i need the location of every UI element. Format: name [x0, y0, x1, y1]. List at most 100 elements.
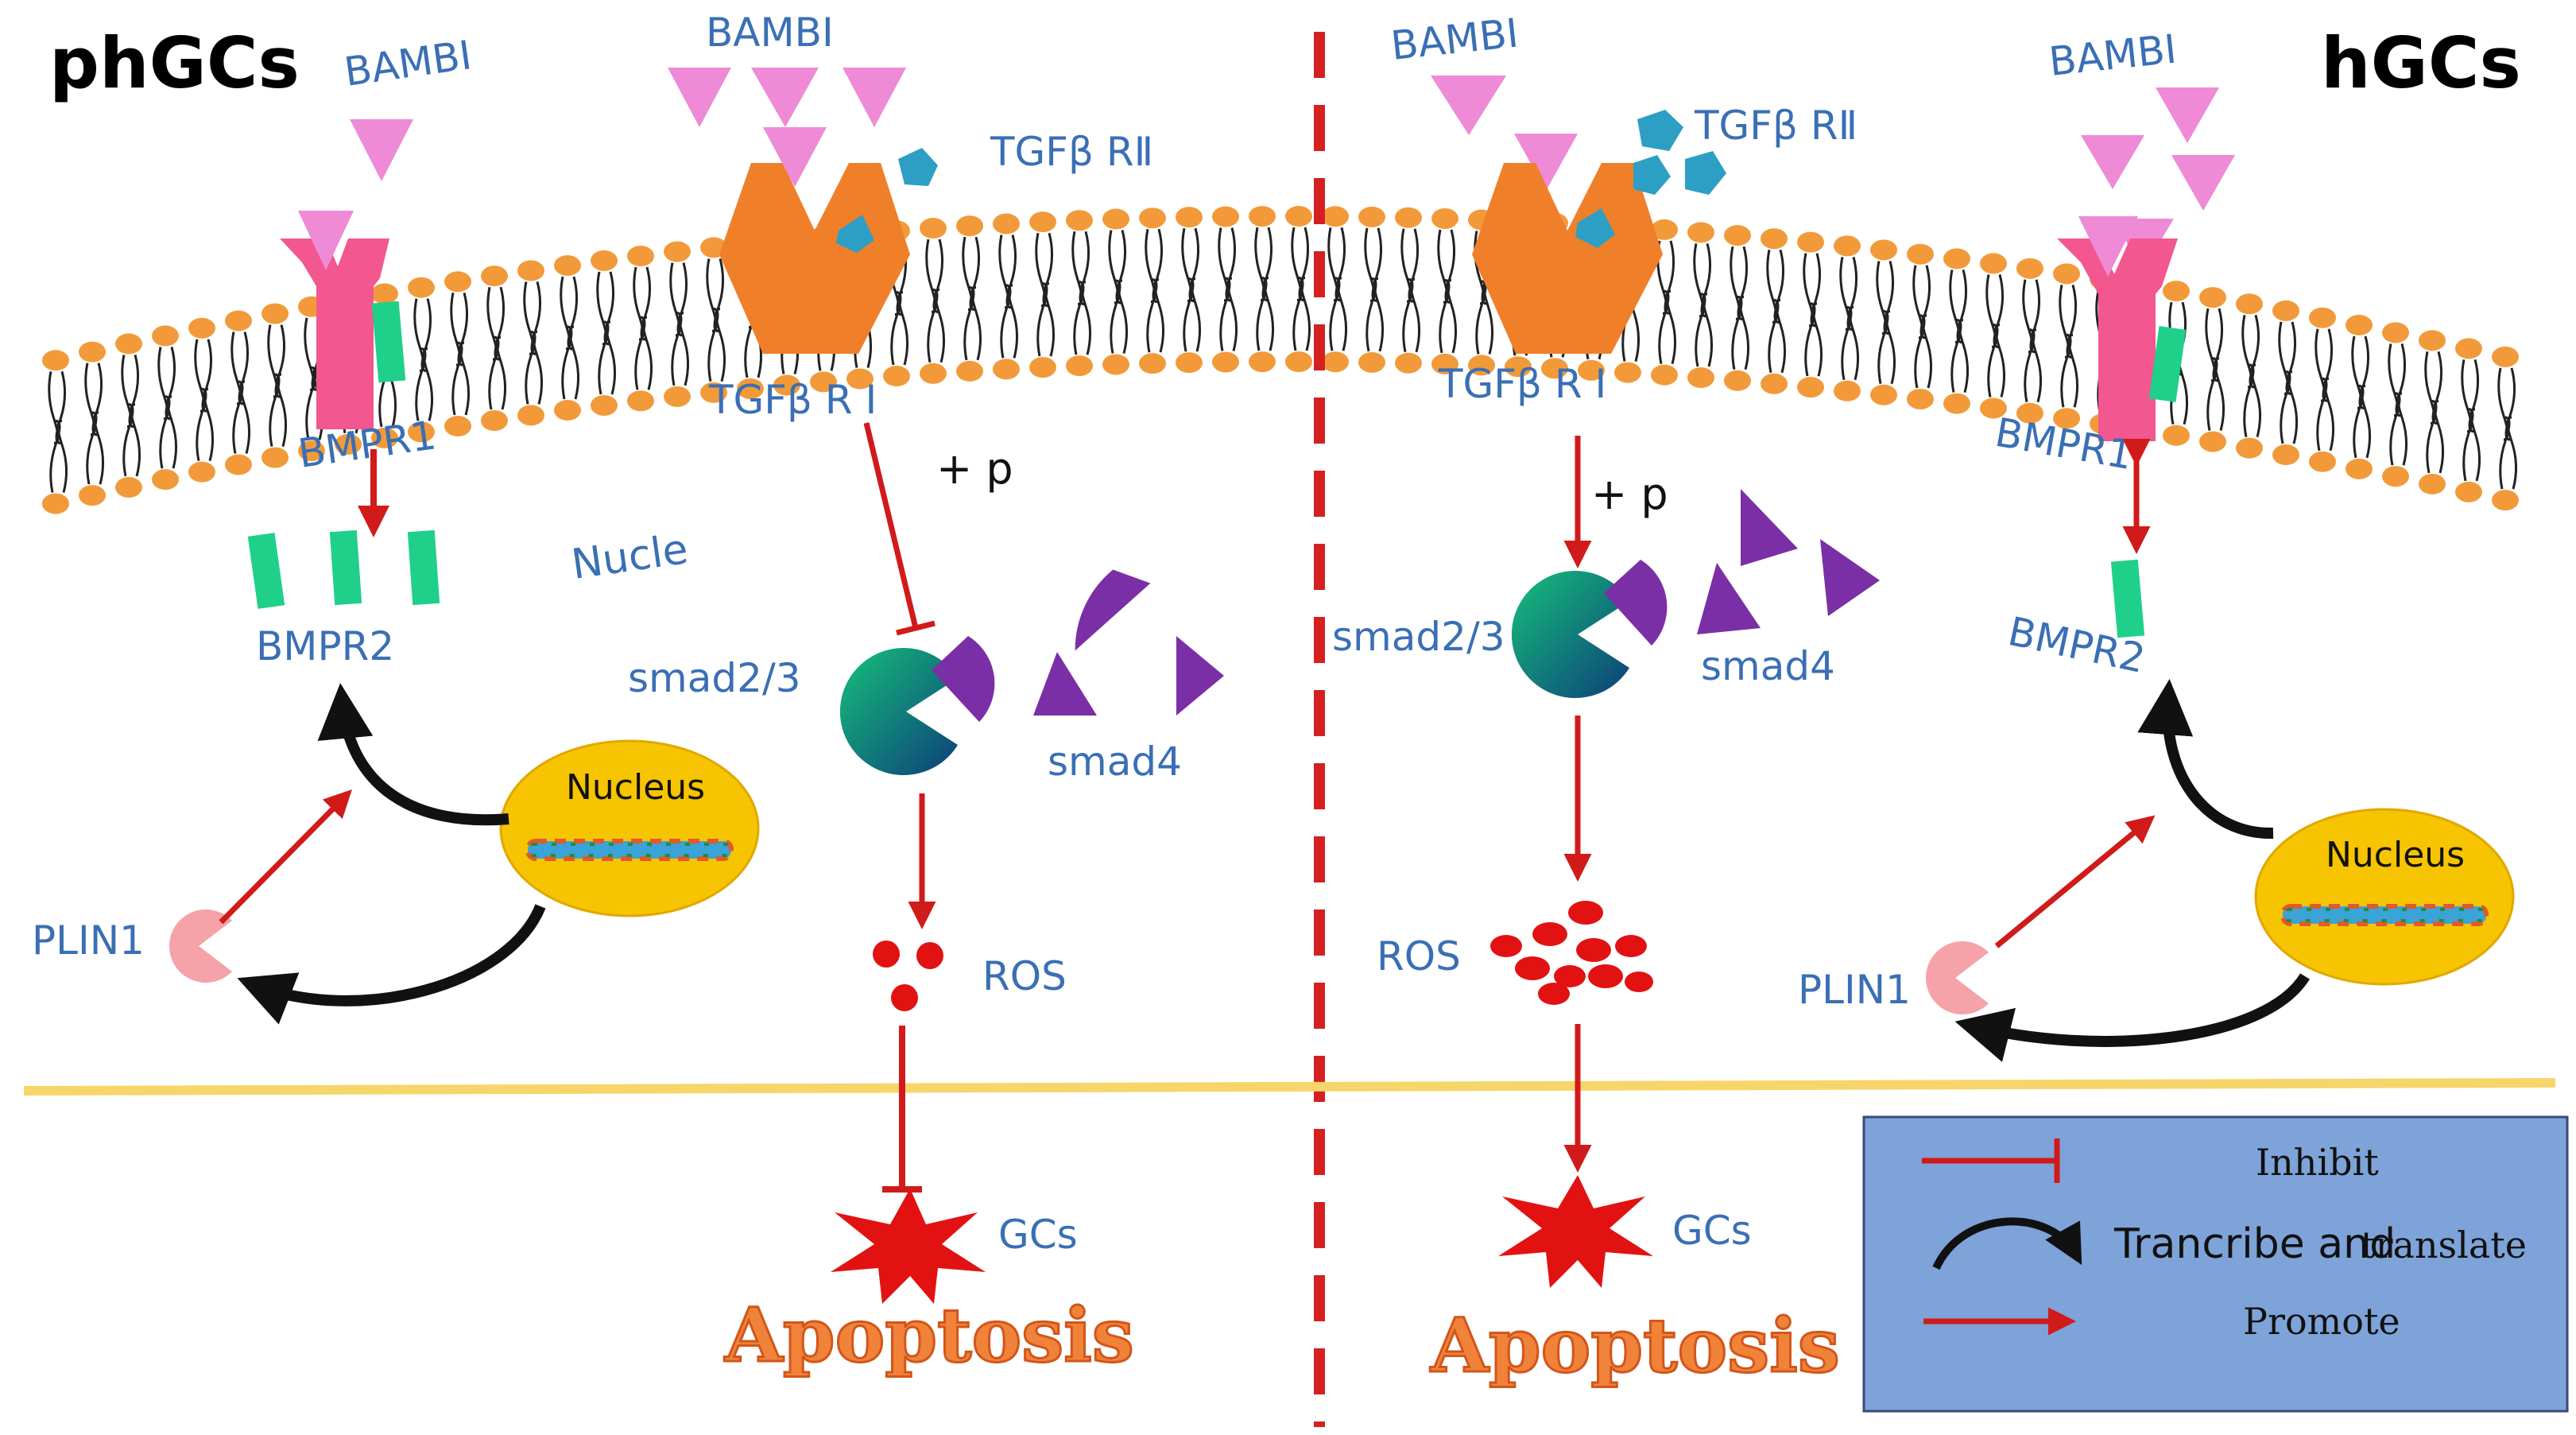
svg-text:Nucleus: Nucleus: [566, 767, 705, 808]
lipid-head: [627, 246, 654, 267]
lipid-head: [1395, 207, 1422, 228]
lipid-head: [1212, 206, 1239, 227]
smad4-label: smad4: [1048, 739, 1182, 785]
lipid-head: [2053, 263, 2080, 285]
lipid-head: [79, 485, 106, 506]
lipid-head: [2346, 458, 2373, 479]
legend: Inhibit Trancribe and translate Promote: [1862, 1115, 2569, 1413]
lipid-head: [261, 303, 289, 324]
legend-inhibit-label: Inhibit: [2256, 1141, 2379, 1184]
lipid-head: [883, 366, 910, 387]
bambi-cluster: [668, 68, 906, 187]
lipid-head: [2272, 444, 2299, 466]
lipid-head: [188, 461, 215, 483]
lipid-head: [1651, 219, 1678, 240]
smad4-cluster: [1033, 569, 1224, 716]
lipid-head: [1687, 367, 1714, 389]
lipid-head: [1139, 353, 1166, 374]
lipid-head: [2053, 408, 2080, 429]
bambi-top-label: BAMBI: [706, 10, 834, 56]
legend-transcribe-label: Trancribe and: [2113, 1220, 2396, 1268]
lipid-head: [188, 317, 215, 339]
lipid-head: [444, 416, 471, 437]
ros-dots: [1490, 901, 1653, 1005]
lipid-head: [1431, 207, 1458, 229]
lipid-head: [1066, 210, 1093, 231]
bambi-top-label: BAMBI: [2047, 25, 2179, 84]
lipid-head: [1797, 377, 1824, 398]
lipid-head: [2382, 322, 2409, 343]
gcs-burst: [1498, 1175, 1653, 1288]
bambi-label: BAMBI: [1389, 10, 1520, 68]
lipid-head: [773, 374, 800, 396]
smad23-label: smad2/3: [1332, 614, 1505, 660]
lipid-head: [700, 382, 727, 403]
lipid-head: [591, 250, 618, 271]
lipid-head: [956, 215, 983, 237]
lipid-head: [444, 271, 471, 293]
tgfbr1-receptor: [1472, 163, 1663, 354]
lipid-head: [1943, 393, 1970, 414]
lipid-head: [956, 360, 983, 382]
tgfbr2-label: TGFβ RⅡ: [1694, 103, 1857, 149]
lipid-head: [591, 394, 618, 416]
nucle-label: Nucle: [568, 526, 691, 589]
lipid-head: [1724, 370, 1751, 391]
lipid-head: [1285, 351, 1312, 373]
lipid-head: [2346, 314, 2373, 335]
lipid-head: [2016, 258, 2043, 279]
ros-label: ROS: [982, 953, 1067, 999]
lipid-head: [1578, 359, 1605, 381]
lipid-head: [2199, 287, 2226, 308]
lipid-head: [1870, 239, 1897, 261]
nucleus: Nucleus: [499, 739, 760, 917]
lipid-head: [298, 440, 325, 462]
plin1-promote-arrow: [1994, 815, 2156, 948]
lipid-head: [517, 405, 544, 426]
lipid-head: [1066, 355, 1093, 377]
lipid-head: [1687, 222, 1714, 243]
lipid-head: [1322, 351, 1349, 373]
lipid-head: [1797, 231, 1824, 253]
tgfbr1-label: TGFβ R Ⅰ: [708, 377, 877, 423]
lipid-head: [2163, 425, 2190, 446]
lipid-head: [1614, 362, 1641, 383]
gcs-label: GCs: [998, 1212, 1078, 1258]
lipid-head: [2016, 402, 2043, 424]
lipid-head: [1322, 206, 1349, 227]
lipid-head: [1907, 243, 1934, 265]
lipid-head: [1358, 351, 1385, 373]
lipid-head: [2492, 490, 2519, 511]
legend-translate-label: translate: [2361, 1224, 2527, 1266]
legend-promote-label: Promote: [2243, 1300, 2400, 1343]
tgfbr2-label: TGFβ RⅡ: [990, 129, 1153, 175]
bambi-triangle: [1431, 76, 1506, 135]
title-phgcs: phGCs: [49, 22, 300, 104]
transcribe-arrow-down: [1954, 973, 2310, 1062]
lipid-head: [554, 400, 581, 421]
lipid-head: [993, 359, 1020, 380]
lipid-head: [152, 469, 179, 491]
lipid-head: [1102, 208, 1129, 230]
smad23-complex: [1511, 560, 1668, 699]
lipid-head: [1834, 380, 1861, 401]
legend-box: [1862, 1115, 2569, 1413]
lipid-head: [1212, 351, 1239, 373]
lipid-head: [1943, 248, 1970, 270]
lipid-head: [115, 333, 142, 355]
svg-text:Nucleus: Nucleus: [2326, 835, 2465, 875]
lipid-head: [481, 266, 508, 287]
lipid-head: [1285, 206, 1312, 227]
transcribe-arrow-up: [317, 683, 509, 826]
smad4-label: smad4: [1701, 643, 1835, 689]
lipid-head: [737, 378, 764, 399]
lipid-head: [481, 410, 508, 432]
lipid-head: [920, 218, 947, 239]
smad23-complex: [839, 636, 995, 775]
lipid-head: [225, 310, 252, 332]
lipid-head: [627, 390, 654, 412]
plin1-label: PLIN1: [32, 917, 145, 964]
bmpr2-bar: [2110, 559, 2145, 638]
lipid-head: [42, 493, 69, 514]
